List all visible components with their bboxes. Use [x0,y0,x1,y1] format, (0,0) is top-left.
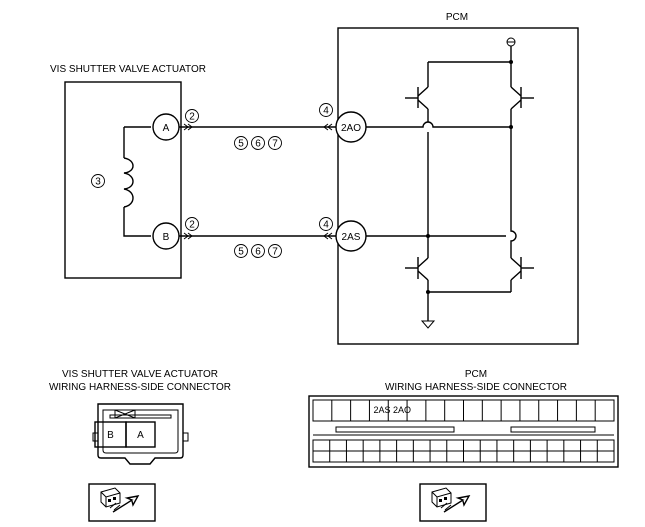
solenoid-coil-icon [123,157,134,208]
pin-label-b: B [163,232,170,243]
connector-pin-a: A [137,430,144,441]
pin-label-a: A [163,123,170,134]
svg-text:4: 4 [323,106,329,117]
actuator-connector-title-1: VIS SHUTTER VALVE ACTUATOR [62,369,218,380]
transistor-icon [510,257,534,292]
callout-2-lower: 2 [185,217,199,231]
power-supply-icon [506,37,516,62]
actuator-connector-face: B A [92,403,189,465]
svg-text:2: 2 [189,112,195,123]
callout-7-lower: 7 [268,244,282,258]
callout-5-lower: 5 [234,244,248,258]
pcm-2ao-line [366,121,511,128]
pcm-pin-2ao: 2AO [335,111,367,143]
svg-text:4: 4 [323,220,329,231]
actuator-pin-b: B [152,222,180,250]
pcm-connector-face: 2AS 2AO [308,395,619,468]
svg-text:6: 6 [255,247,261,258]
pcm-box [337,27,579,345]
ground-icon [420,292,436,329]
pcm-connector-cell-2ao: 2AO [393,405,411,415]
svg-text:5: 5 [238,247,244,258]
callout-7-upper: 7 [268,136,282,150]
actuator-box [64,81,182,279]
connector-chevron-icon [183,123,333,240]
pcm-connector-cell-2as: 2AS [373,405,390,415]
callout-6-lower: 6 [251,244,265,258]
actuator-connector-title-2: WIRING HARNESS-SIDE CONNECTOR [49,382,231,393]
callout-4-upper: 4 [319,103,333,117]
svg-text:7: 7 [272,247,278,258]
pcm-pin-2as: 2AS [335,220,367,252]
connector-view-icon [419,483,487,522]
svg-text:3: 3 [95,177,101,188]
pcm-right-vertical [510,127,517,258]
callout-5-upper: 5 [234,136,248,150]
callout-4-lower: 4 [319,217,333,231]
callout-6-upper: 6 [251,136,265,150]
callout-2-upper: 2 [185,109,199,123]
svg-text:5: 5 [238,139,244,150]
transistor-icon [405,257,429,292]
transistor-icon [405,62,429,119]
pin-label-2ao: 2AO [341,123,361,134]
pin-label-2as: 2AS [342,232,361,243]
pcm-title: PCM [446,12,468,23]
junction-dot [426,234,430,238]
actuator-title: VIS SHUTTER VALVE ACTUATOR [50,64,206,75]
svg-text:7: 7 [272,139,278,150]
callout-3: 3 [91,174,105,188]
pcm-connector-title-2: WIRING HARNESS-SIDE CONNECTOR [385,382,567,393]
svg-text:2: 2 [189,220,195,231]
actuator-pin-a: A [152,113,180,141]
transistor-icon [510,62,534,127]
connector-pin-b: B [107,430,114,441]
actuator-internal-wire [123,126,151,237]
connector-view-icon [88,483,156,522]
svg-text:6: 6 [255,139,261,150]
pcm-connector-title-1: PCM [465,369,487,380]
